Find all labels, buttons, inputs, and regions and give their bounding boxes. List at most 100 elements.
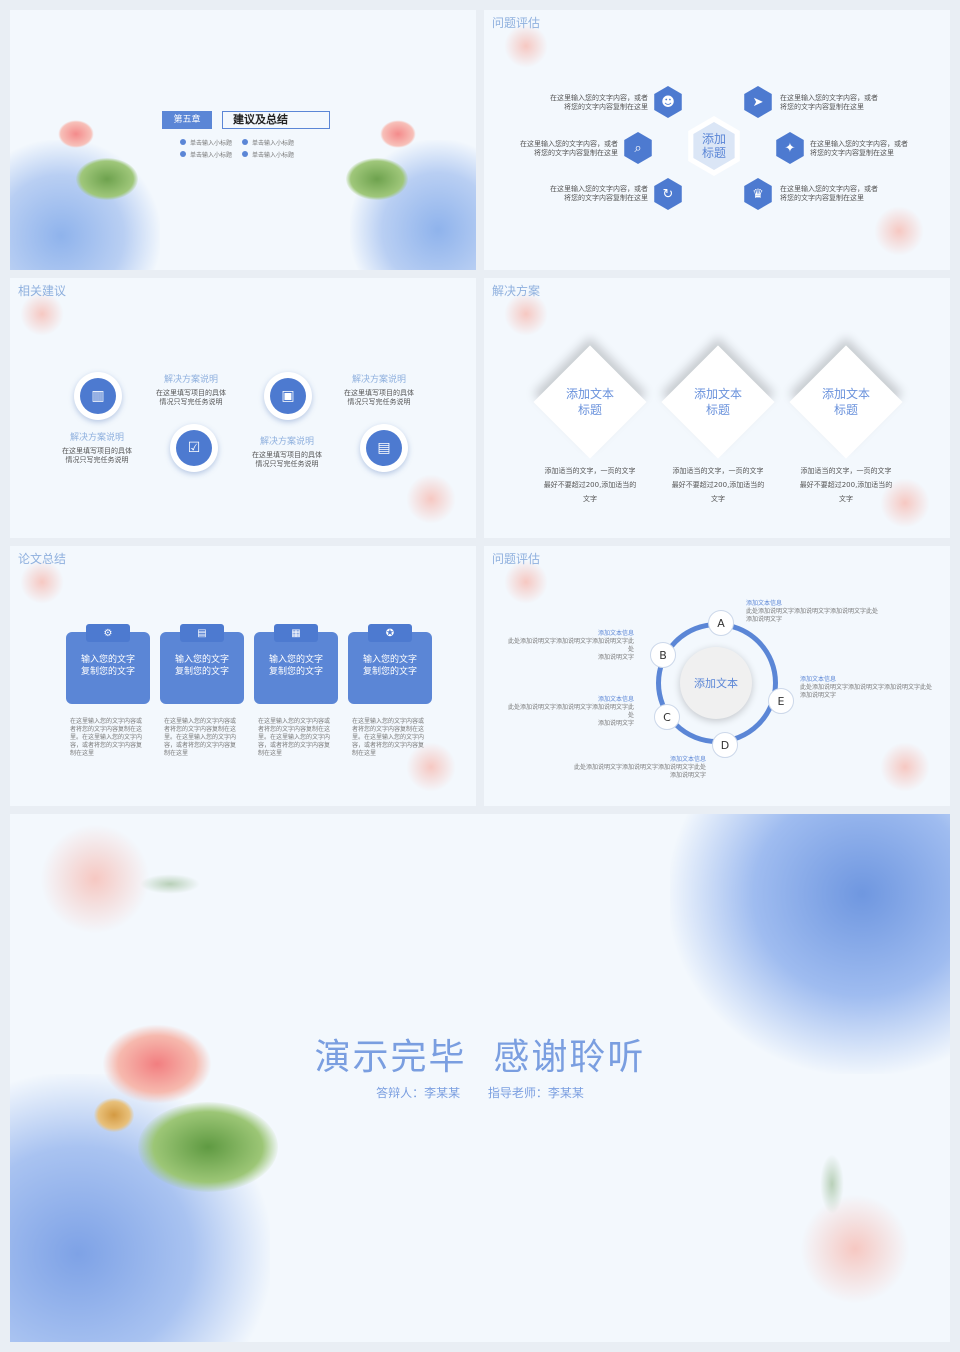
diamond-body-3: 添加适当的文字，一页的文字 最好不要超过200,添加适当的 文字 (799, 467, 893, 503)
circle-item-3: ▣ (264, 372, 312, 420)
slide-title: 论文总结 (18, 552, 67, 566)
slide-evaluation-hex: 问题评估 添加 标题 ☻ ➤ ⌕ ✦ ↻ ♛ 在这里输入您的文字内容，或者 将您… (484, 10, 950, 270)
rose-bottom-right-icon (406, 474, 456, 524)
card-text: 输入您的文字 复制您的文字 (362, 655, 417, 677)
info-title: 添加文本信息 (800, 676, 837, 683)
solution-heading: 解决方案说明 (259, 437, 314, 447)
slide-summary: 论文总结 ⚙输入您的文字 复制您的文字 ▤输入您的文字 复制您的文字 ▦输入您的… (10, 546, 476, 806)
summary-card-1: ⚙输入您的文字 复制您的文字 (66, 624, 150, 704)
bullet-4: 单击输入小标题 (242, 151, 294, 160)
lotus-left-icon (58, 120, 94, 148)
summary-card-2: ▤输入您的文字 复制您的文字 (160, 624, 244, 704)
diamond-title-2: 添加文本 标题 (693, 387, 742, 417)
cycle-center-label: 添加文本 (694, 677, 738, 690)
slide-evaluation-cycle: 问题评估 添加文本 A B C D E 添加文本信息 此处添加说明文字添加说明文… (484, 546, 950, 806)
slide-title: 问题评估 (492, 16, 541, 30)
info-block-e: 添加文本信息 此处添加说明文字添加说明文字添加说明文字此处 添加说明文字 (800, 676, 940, 700)
leaf-top-left-icon (140, 874, 200, 894)
lightbulb-icon: ✦ (776, 132, 804, 164)
slide-suggestions: 相关建议 ▥ ☑ ▣ ▤ 解决方案说明 在这里填写项目的具体 情况只写完任务说明… (10, 278, 476, 538)
rose-bottom-right-icon (880, 478, 930, 528)
bullet-dot-icon (180, 151, 186, 157)
circle-item-2: ☑ (170, 424, 218, 472)
info-title: 添加文本信息 (597, 696, 634, 703)
solution-body: 在这里填写项目的具体 情况只写完任务说明 (344, 389, 414, 406)
rose-bottom-right-icon (406, 742, 456, 792)
solution-block-2: 解决方案说明 在这里填写项目的具体 情况只写完任务说明 (52, 430, 142, 465)
item-text-6: 在这里输入您的文字内容，或者 将您的文字内容复制在这里 (780, 185, 878, 202)
circle-item-1: ▥ (74, 372, 122, 420)
info-block-d: 添加文本信息 此处添加说明文字添加说明文字添加说明文字此处 添加说明文字 (570, 756, 706, 780)
summary-card-4: ✪ 输入您的文字 复制您的文字 (348, 624, 432, 704)
item-text-1: 在这里输入您的文字内容，或者 将您的文字内容复制在这里 (550, 94, 648, 111)
slide-thanks: 演示完毕 感谢聆听 答辩人：李某某 指导老师：李某某 (10, 814, 950, 1342)
solution-body: 在这里填写项目的具体 情况只写完任务说明 (156, 389, 226, 406)
bullet-dot-icon (242, 139, 248, 145)
presenter-line: 答辩人：李某某 指导老师：李某某 (210, 1084, 750, 1101)
presenter: 答辩人：李某某 (376, 1086, 461, 1100)
center-title: 添加 标题 (701, 132, 726, 160)
cycle-node-d: D (712, 732, 738, 758)
slide-chapter: 第五章 建议及总结 单击输入小标题 单击输入小标题 单击输入小标题 单击输入小标… (10, 10, 476, 270)
solution-block-3: 解决方案说明 在这里填写项目的具体 情况只写完任务说明 (334, 372, 424, 407)
info-body: 此处添加说明文字添加说明文字添加说明文字此处 添加说明文字 (507, 704, 634, 727)
lotus-leaf-right-icon (346, 158, 408, 200)
diamond-title-3: 添加文本 标题 (821, 387, 870, 417)
info-title: 添加文本信息 (669, 756, 706, 763)
chart-board-icon: ▦ (274, 624, 318, 642)
solution-body: 在这里填写项目的具体 情况只写完任务说明 (62, 447, 132, 464)
lotus-flower-icon (102, 1024, 212, 1104)
info-body: 此处添加说明文字添加说明文字添加说明文字此处 添加说明文字 (573, 764, 706, 779)
bullet-dot-icon (180, 139, 186, 145)
solution-heading: 解决方案说明 (69, 433, 124, 443)
card-body-3: 在这里输入您的文字内容或 者将您的文字内容复制在这 里。在这里输入您的文字内 容… (258, 718, 331, 757)
award-icon: ✪ (368, 624, 412, 642)
trophy-icon: ♛ (744, 178, 772, 210)
info-body: 此处添加说明文字添加说明文字添加说明文字此处 添加说明文字 (507, 638, 634, 661)
rose-top-left-icon (20, 292, 64, 336)
cycle-node-b: B (650, 642, 676, 668)
solution-heading: 解决方案说明 (163, 375, 218, 385)
watercolor-left (10, 140, 160, 270)
solution-block-1: 解决方案说明 在这里填写项目的具体 情况只写完任务说明 (146, 372, 236, 407)
card-text: 输入您的文字 复制您的文字 (174, 655, 229, 677)
rose-bottom-right-icon (880, 742, 930, 792)
cycle-node-a: A (708, 610, 734, 636)
info-block-b: 添加文本信息 此处添加说明文字添加说明文字添加说明文字此处 添加说明文字 (504, 630, 634, 662)
item-text-2: 在这里输入您的文字内容，或者 将您的文字内容复制在这里 (780, 94, 878, 111)
solution-body: 在这里填写项目的具体 情况只写完任务说明 (252, 451, 322, 468)
item-text-4: 在这里输入您的文字内容，或者 将您的文字内容复制在这里 (810, 140, 908, 157)
rose-top-left-icon (504, 24, 548, 68)
bullet-2: 单击输入小标题 (242, 139, 294, 148)
binders-icon: ▥ (80, 378, 116, 414)
info-block-c: 添加文本信息 此处添加说明文字添加说明文字添加说明文字此处 添加说明文字 (504, 696, 634, 728)
info-title: 添加文本信息 (746, 600, 783, 607)
card-body-4: 在这里输入您的文字内容或 者将您的文字内容复制在这 里。在这里输入您的文字内 容… (352, 718, 425, 757)
rose-bottom-right-icon (800, 1194, 910, 1304)
document-icon: ▤ (366, 430, 402, 466)
watercolor-top-right (670, 814, 950, 1074)
bullet-1: 单击输入小标题 (180, 139, 232, 148)
bullet-dot-icon (242, 151, 248, 157)
card-text: 输入您的文字 复制您的文字 (268, 655, 323, 677)
info-title: 添加文本信息 (597, 630, 634, 637)
leaf-bottom-right-icon (820, 1154, 844, 1214)
settings-icon: ⚙ (86, 624, 130, 642)
lotus-right-icon (380, 120, 416, 148)
rose-top-left-icon (40, 824, 150, 934)
slide-solutions: 解决方案 添加文本 标题 添加文本 标题 添加文本 标题 添加适当的文字，一页的… (484, 278, 950, 538)
cycle-node-e: E (768, 688, 794, 714)
summary-card-3: ▦ 输入您的文字 复制您的文字 (254, 624, 338, 704)
chapter-title: 建议及总结 (222, 111, 330, 129)
checklist-icon: ☑ (176, 430, 212, 466)
lotus-leaf-icon (138, 1102, 278, 1192)
info-block-a: 添加文本信息 此处添加说明文字添加说明文字添加说明文字此处 添加说明文字 (746, 600, 886, 624)
solution-block-4: 解决方案说明 在这里填写项目的具体 情况只写完任务说明 (242, 434, 332, 469)
circle-item-4: ▤ (360, 424, 408, 472)
search-icon: ⌕ (624, 132, 652, 164)
bullet-3: 单击输入小标题 (180, 151, 232, 160)
rose-top-left-icon (504, 560, 548, 604)
item-text-5: 在这里输入您的文字内容，或者 将您的文字内容复制在这里 (550, 185, 648, 202)
chapter-badge: 第五章 (162, 111, 212, 129)
thanks-title: 演示完毕 感谢聆听 (314, 1037, 646, 1078)
